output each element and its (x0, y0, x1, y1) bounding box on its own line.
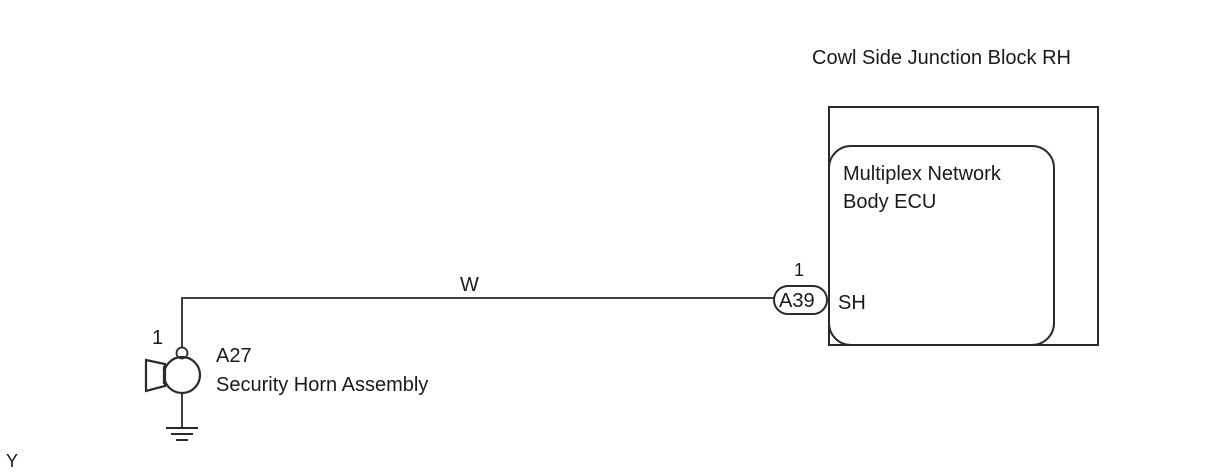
wire-color-label: W (460, 274, 479, 296)
ecu-terminal-sh: SH (838, 292, 866, 314)
ecu-outline (828, 145, 1055, 346)
ecu-name-line1: Multiplex Network (843, 163, 1002, 185)
junction-block-outline (828, 106, 1099, 346)
connector-a39-code: A39 (779, 290, 815, 312)
ecu-name-line2: Body ECU (843, 191, 936, 213)
horn-icon (144, 346, 202, 395)
connector-a39-outline (773, 285, 828, 315)
ground-icon (166, 427, 198, 441)
horn-name: Security Horn Assembly (216, 374, 428, 396)
horn-code: A27 (216, 345, 252, 367)
corner-mark: Y (6, 451, 18, 471)
connector-a39-pin: 1 (794, 260, 804, 280)
junction-block-title: Cowl Side Junction Block RH (812, 47, 1071, 69)
horn-pin: 1 (152, 327, 163, 349)
wire-w (181, 297, 774, 347)
